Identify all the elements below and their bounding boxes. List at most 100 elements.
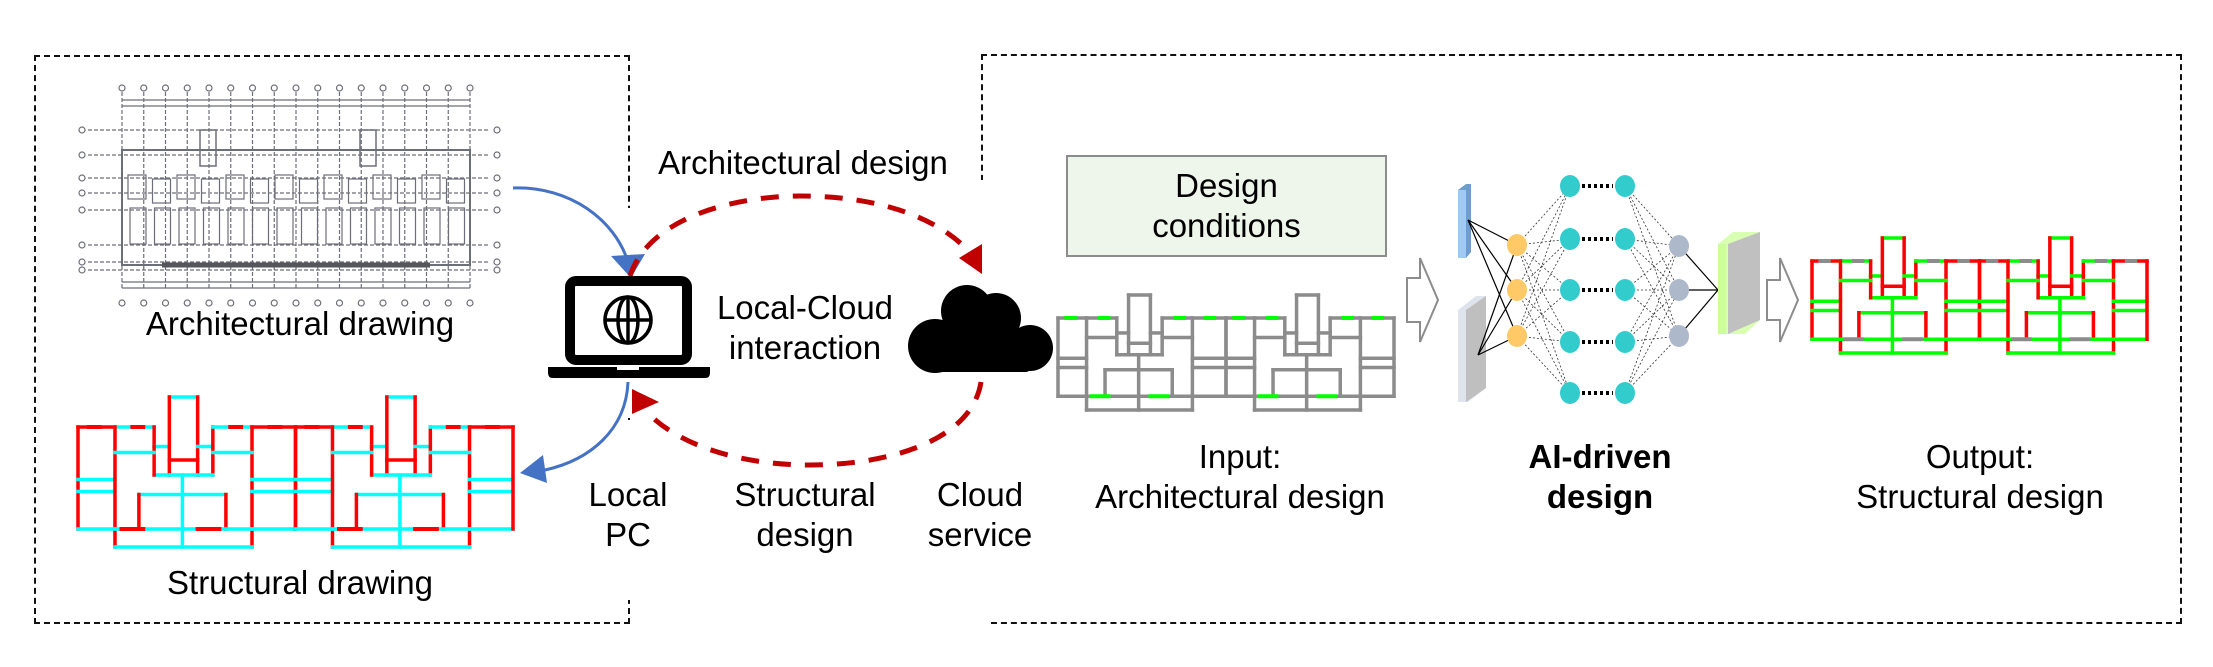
output-slab-side xyxy=(1728,232,1760,334)
axis-bubble xyxy=(466,299,474,307)
output-label-line2: Structural design xyxy=(1856,478,2104,515)
room xyxy=(225,174,245,200)
nn-hidden-node xyxy=(1560,331,1580,353)
room xyxy=(372,174,392,200)
nn-edge xyxy=(1624,289,1680,394)
room xyxy=(398,207,417,245)
input-label-line2: Architectural design xyxy=(1095,478,1385,515)
design-conditions-box: Design conditions xyxy=(1066,155,1387,257)
room xyxy=(445,178,466,204)
axis-bubble xyxy=(78,126,86,134)
local-pc-line2: PC xyxy=(605,516,651,553)
nn-edge xyxy=(1516,185,1571,291)
axis-bubble xyxy=(493,206,501,214)
nn-edge xyxy=(1624,238,1680,291)
nn-hidden-node xyxy=(1615,382,1635,404)
axis-bubble xyxy=(444,84,452,92)
axis-bubble xyxy=(379,84,387,92)
axis-bubble xyxy=(292,84,300,92)
cloud-service-line1: Cloud xyxy=(936,476,1024,513)
nn-hidden-node xyxy=(1615,228,1635,250)
axis-bubble xyxy=(78,174,86,182)
local-cloud-interaction-label: Local-Cloud interaction xyxy=(700,288,910,368)
room xyxy=(396,178,417,204)
axis-bubble xyxy=(161,84,170,92)
axis-bubble xyxy=(292,299,300,307)
structural-drawing-label: Structural drawing xyxy=(167,564,433,601)
axis-bubble xyxy=(270,299,278,307)
pc-to-struct-arrow xyxy=(544,381,630,472)
axis-bubble xyxy=(248,299,257,307)
room xyxy=(127,174,147,200)
structural-design-line1: Structural xyxy=(734,476,876,513)
room xyxy=(349,207,368,245)
design-conditions-line2: conditions xyxy=(1152,207,1301,244)
nn-hidden-node xyxy=(1560,279,1580,301)
stair-core xyxy=(359,129,377,167)
nn-edge xyxy=(1516,244,1571,394)
nn-edge xyxy=(1477,289,1518,356)
axis-bubble xyxy=(314,299,322,307)
input-label: Input: Architectural design xyxy=(1070,437,1410,517)
nn-input-node xyxy=(1507,325,1527,347)
architectural-design-flow-arrow xyxy=(627,193,980,277)
nn-edge xyxy=(1624,335,1680,394)
axis-bubble xyxy=(227,84,235,92)
axis-bubble xyxy=(78,241,86,249)
nn-hidden-node xyxy=(1615,331,1635,353)
axis-bubble xyxy=(335,84,344,92)
ai-driven-design-label: AI-driven design xyxy=(1490,437,1710,517)
nn-hidden-node xyxy=(1560,228,1580,250)
axis-bubble xyxy=(493,151,501,159)
nn-edge xyxy=(1624,289,1680,337)
room xyxy=(251,207,270,245)
input-vector-slab xyxy=(1458,190,1466,258)
axis-bubble xyxy=(493,189,501,197)
room xyxy=(200,178,221,204)
axis-bubble xyxy=(78,189,86,197)
room xyxy=(325,207,343,245)
axis-bubble xyxy=(118,299,126,307)
room xyxy=(347,178,368,204)
local-cloud-line1: Local-Cloud xyxy=(716,289,894,326)
axis-bubble xyxy=(248,84,257,92)
nn-edge xyxy=(1516,244,1571,343)
axis-bubble xyxy=(493,174,501,182)
axis-bubble xyxy=(78,206,86,214)
axis-bubble xyxy=(493,266,501,274)
axis-bubble xyxy=(78,151,86,159)
axis-bubble xyxy=(493,126,501,134)
nn-hidden-node xyxy=(1615,175,1635,197)
architectural-drawing xyxy=(78,84,501,307)
room xyxy=(374,207,392,245)
axis-bubble xyxy=(493,258,501,266)
input-image-slab-side xyxy=(1466,296,1486,402)
room xyxy=(323,174,343,200)
nn-input-node xyxy=(1507,279,1527,301)
nn-edge xyxy=(1516,238,1571,291)
room xyxy=(423,207,441,245)
nn-edge xyxy=(1477,244,1518,356)
architectural-drawing-label: Architectural drawing xyxy=(145,305,455,342)
nn-output-node xyxy=(1669,235,1689,257)
nn-hidden-node xyxy=(1560,175,1580,197)
axis-bubble xyxy=(161,299,170,307)
structural-design-arrow-label: Structural design xyxy=(720,475,890,555)
output-structural-plan xyxy=(1810,236,2149,355)
nn-edge xyxy=(1516,244,1571,291)
nn-edge xyxy=(1516,289,1571,343)
ai-to-output-arrow xyxy=(1766,257,1800,343)
room xyxy=(274,174,294,200)
room xyxy=(151,178,172,204)
room xyxy=(447,207,466,245)
architectural-design-flow-arrowhead xyxy=(959,244,982,274)
cloud-icon xyxy=(908,285,1053,373)
axis-bubble xyxy=(401,84,409,92)
neural-network-icon xyxy=(1458,175,1760,404)
room xyxy=(153,207,172,245)
cloud-service-label: Cloud service xyxy=(920,475,1040,555)
room xyxy=(421,174,441,200)
axis-bubble xyxy=(140,299,148,307)
design-conditions-line1: Design xyxy=(1175,167,1278,204)
structural-design-flow-arrowhead xyxy=(632,389,659,414)
